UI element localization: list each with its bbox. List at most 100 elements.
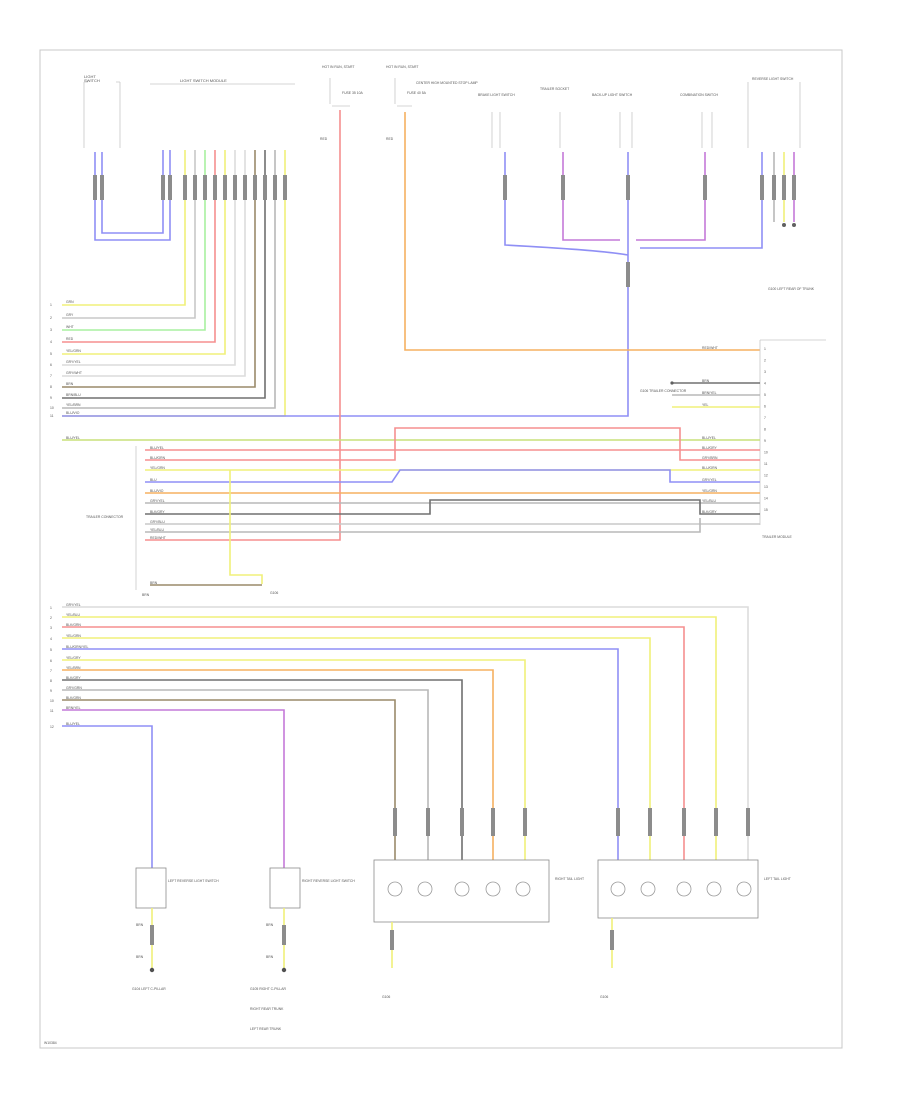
bus-pin-block [523, 808, 527, 836]
left-pin-number: 2 [50, 316, 52, 320]
bottom-ground-symbols [149, 967, 287, 973]
right-wire-label: BLU/GRN [702, 466, 718, 470]
module-wire-label: YEL/BLU [150, 528, 164, 532]
label-g-106: G106 [270, 591, 278, 595]
right-wire-label: YEL/GRN [702, 489, 717, 493]
ground-dot-1 [782, 223, 786, 227]
right-wire-label: GRY/BRN [702, 456, 718, 460]
module-wire-label: BRN [150, 581, 158, 585]
label-right-tail: RIGHT TAIL LIGHT [555, 877, 584, 881]
label-left-tail: LEFT TAIL LIGHT [764, 877, 791, 881]
module-pin-number: 5 [764, 393, 766, 397]
bus-wire-label: YEL/GRY [66, 656, 81, 660]
bus-pin-block [648, 808, 652, 836]
left-wire-label: BLU/YEL [66, 436, 80, 440]
bus-wire [62, 606, 749, 860]
label-wire-orn: RED [386, 137, 394, 141]
module-pin-number: 2 [764, 359, 766, 363]
bottom-pin-blocks [150, 925, 614, 950]
left-wire-label: BRN/BLU [66, 393, 81, 397]
bus-pin-block [616, 808, 620, 836]
right-wire-label: BLK/GRY [702, 510, 717, 514]
module-wire-label: BLU/VIO [150, 489, 164, 493]
module-wire-labels: BLU/YELBLU/GRNYEL/GRNBLUBLU/VIOGRY/YELBL… [150, 446, 166, 585]
label-g-right: G100 LEFT REAR OF TRUNK [768, 287, 815, 291]
label-comp4: COMBINATION SWITCH [680, 93, 719, 97]
module-pin-number: 6 [764, 405, 766, 409]
bus-pin-number: 1 [50, 606, 52, 610]
module-wire-label: BLU/YEL [150, 446, 164, 450]
module-pin-number: 1 [764, 347, 766, 351]
bus-pin-number: 11 [50, 709, 54, 713]
label-g-right2: RIGHT REAR TRUNK [250, 1007, 284, 1011]
left-wire-label: WHT [66, 325, 74, 329]
label-g-tr: G106 [600, 995, 608, 999]
left-pin-number: 7 [50, 374, 52, 378]
bus-pin-number: 4 [50, 637, 52, 641]
bus-wire-label: YEL/BLU [66, 613, 80, 617]
bus-wire-label: YEL/GRN [66, 634, 81, 638]
left-wire-label: RED [66, 337, 74, 341]
bus-wire-label: GRY/GRN [66, 686, 82, 690]
bus-wire-label: BLK/GRN [66, 696, 81, 700]
label-module: TRAILER CONNECTOR [86, 515, 124, 519]
label-g-left: G104 LEFT C-PILLAR [132, 987, 166, 991]
label-light-module: LIGHT SWITCH MODULE [180, 78, 227, 83]
bus-wire-label: BLU/GRN/YEL [66, 645, 89, 649]
bus-wire [62, 659, 526, 860]
left-wire-label: GRY [66, 313, 74, 317]
ground-dot-2 [792, 223, 796, 227]
right-wire-label: BRN/YEL [702, 391, 717, 395]
lower-bus-wires [62, 606, 750, 868]
top-left-connectors [83, 81, 295, 148]
right-wire-label: BLU/YEL [702, 436, 716, 440]
label-switch-b: SWITCH [84, 78, 100, 83]
bus-pin-block [426, 808, 430, 836]
right-wire-label: BRN [702, 379, 710, 383]
left-wire-label: GRY/WHT [66, 371, 82, 375]
left-wire-label: GRY/YEL [66, 360, 81, 364]
right-wire-label: YEL/BLU [702, 499, 716, 503]
bus-wire [62, 648, 619, 860]
module-pin-number: 4 [764, 382, 766, 386]
label-wire-red: RED [320, 137, 328, 141]
bus-wire [62, 725, 153, 868]
lower-bus-labels: GRY/YEL1YEL/BLU2BLK/GRN3YEL/GRN4BLU/GRN/… [50, 603, 89, 729]
bus-pin-number: 9 [50, 689, 52, 693]
module-wire-label: BLU/GRN [150, 456, 166, 460]
label-brn-3: BRN [266, 923, 274, 927]
module-pin-number: 12 [764, 474, 768, 478]
module-pin-number: 8 [764, 428, 766, 432]
bus-pin-number: 12 [50, 725, 54, 729]
right-wire-label: YEL [702, 403, 709, 407]
bus-pin-number: 7 [50, 669, 52, 673]
label-hot-run-b: HOT IN RUN, START [386, 65, 418, 69]
right-wire-label: RED/WHT [702, 346, 718, 350]
label-fuse-b: FUSE 40 5A [407, 91, 427, 95]
wire-violet-bus [62, 255, 629, 417]
bus-wire [62, 709, 285, 868]
wire-orange-fuse-b [404, 112, 760, 351]
right-wire-label: GRY/YEL [702, 478, 717, 482]
left-pin-number: 11 [50, 414, 54, 418]
label-comp5: REVERSE LIGHT SWITCH [752, 77, 794, 81]
bus-wire-label: BLU/YEL [66, 722, 80, 726]
side-dot [670, 381, 674, 385]
bottom-ground-wires [151, 908, 613, 968]
label-g-mid: G106 TRAILER CONNECTOR [640, 389, 687, 393]
label-g-right1: G105 RIGHT C-PILLAR [250, 987, 286, 991]
bus-pin-number: 2 [50, 616, 52, 620]
module-pin-number: 14 [764, 497, 768, 501]
label-left-sw: LEFT REVERSE LIGHT SWITCH [168, 879, 219, 883]
bus-wire [62, 637, 651, 860]
label-right-sw: RIGHT REVERSE LIGHT SWITCH [302, 879, 355, 883]
left-wire-label: BRN [66, 382, 74, 386]
label-brn-2: BRN [136, 955, 144, 959]
bus-wire-label: BRN/YEL [66, 706, 81, 710]
left-pin-number: 9 [50, 396, 52, 400]
left-wire-labels: GRN1GRY2WHT3RED4YEL/GRN5GRY/YEL6GRY/WHT7… [50, 300, 82, 440]
side-connector-wires [672, 382, 760, 408]
module-wire-label: YEL/GRN [150, 466, 165, 470]
